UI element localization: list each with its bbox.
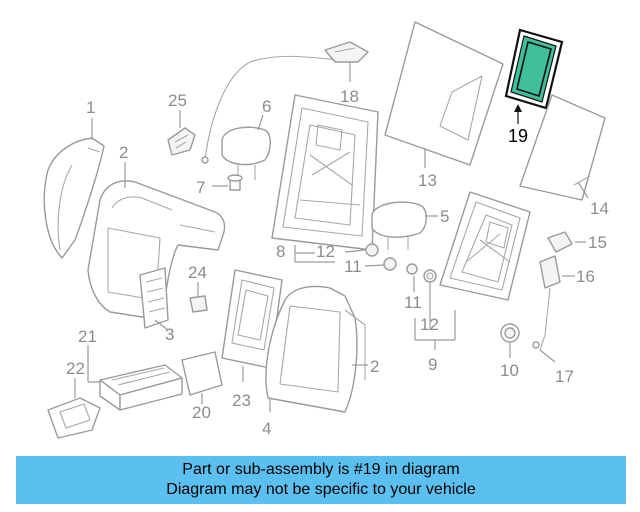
banner-line-2: Diagram may not be specific to your vehi… (166, 481, 476, 498)
part-21-box (99, 364, 183, 411)
callout-13: 13 (418, 171, 437, 190)
part-6-headrest (221, 126, 271, 180)
part-2-seat-cushion-left (87, 180, 226, 321)
part-7-guide (227, 174, 243, 191)
part-14-sheet (519, 94, 606, 201)
part-19-frame (504, 28, 564, 110)
callout-14: 14 (590, 199, 609, 218)
banner-line-1: Part or sub-assembly is #19 in diagram (182, 461, 460, 478)
part-3-panel (139, 267, 169, 329)
callout-22: 22 (66, 359, 85, 378)
parts-diagram: 1 2 3 25 18 6 7 (43, 21, 609, 439)
part-10-cap (500, 323, 520, 343)
part-15-clip (547, 231, 573, 253)
callout-12a: 12 (316, 242, 335, 261)
callout-24: 24 (188, 263, 207, 282)
callout-12b: 12 (420, 315, 439, 334)
part-11-12-fasteners-right (406, 263, 437, 283)
callout-2a: 2 (119, 143, 128, 162)
part-seatback-frame-upper (271, 94, 379, 251)
part-seatback-frame-right (439, 191, 531, 301)
callout-21: 21 (78, 327, 97, 346)
part-1-side-bolster (43, 137, 105, 259)
callout-17: 17 (555, 367, 574, 386)
part-25-bracket (167, 127, 196, 156)
callout-2b: 2 (370, 357, 379, 376)
part-12-11-fasteners-left (365, 243, 397, 271)
callout-20: 20 (192, 403, 211, 422)
part-20-pad (181, 351, 223, 396)
callout-18: 18 (340, 87, 359, 106)
callout-16: 16 (576, 267, 595, 286)
callout-23: 23 (232, 391, 251, 410)
callout-9: 9 (428, 355, 437, 374)
part-5-headrest (371, 201, 427, 250)
callout-4: 4 (262, 419, 271, 438)
callout-8: 8 (276, 242, 285, 261)
part-22-tray (47, 397, 101, 439)
callout-6: 6 (262, 97, 271, 116)
info-banner: Part or sub-assembly is #19 in diagram D… (16, 456, 626, 504)
callout-10: 10 (500, 361, 519, 380)
callout-25: 25 (168, 91, 187, 110)
part-13-back-panel (384, 21, 504, 166)
callout-1: 1 (86, 98, 95, 117)
callout-15: 15 (588, 233, 607, 252)
part-18-cable (201, 41, 369, 164)
part-16-latch (539, 255, 561, 289)
callout-5: 5 (440, 207, 449, 226)
callout-19: 19 (508, 126, 528, 146)
callout-3: 3 (165, 325, 174, 344)
part-17-cable (532, 287, 551, 351)
callout-11a: 11 (344, 257, 362, 276)
callout-7: 7 (196, 178, 205, 197)
callout-11b: 11 (404, 293, 422, 312)
part-2-seat-cushion-right (265, 285, 366, 413)
part-24-pin (189, 295, 208, 313)
